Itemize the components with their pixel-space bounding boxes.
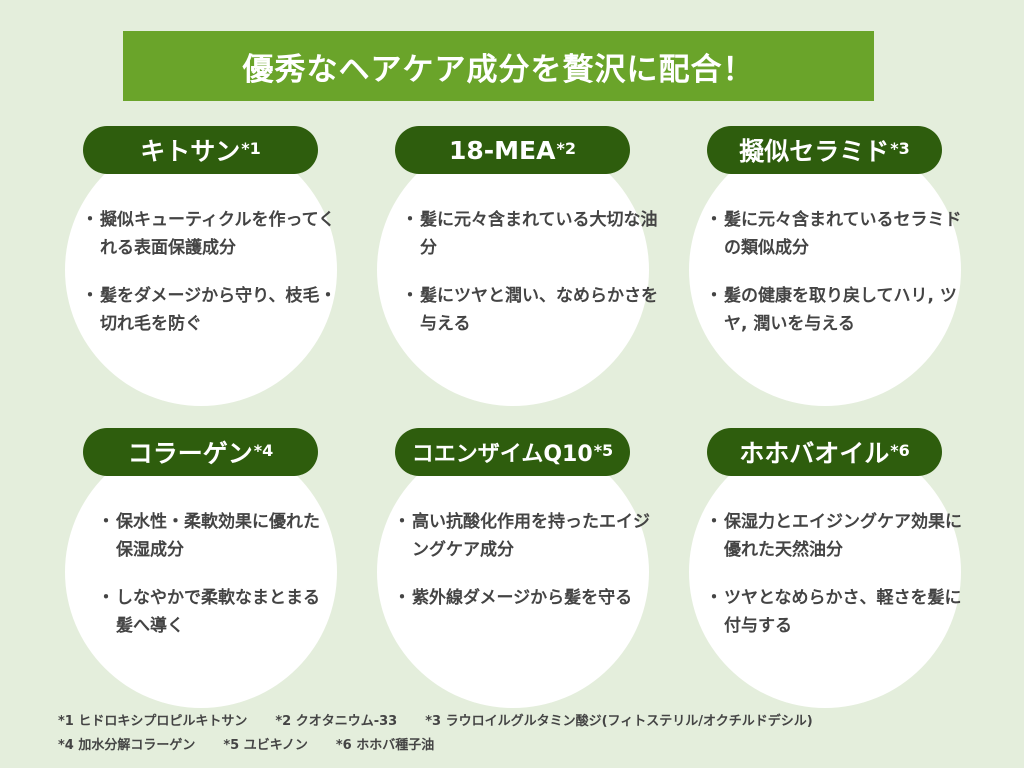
bullet-item: ・しなやかで柔軟なまとまる髪へ導く [96,584,326,640]
ingredient-name-pill: ホホバオイル*6 [707,428,942,476]
bullet-item: ・髪をダメージから守り、枝毛・切れ毛を防ぐ [80,282,342,338]
ingredient-name: コラーゲン [127,439,253,468]
title-banner: 優秀なヘアケア成分を贅沢に配合！ [123,31,874,101]
card-circle [689,436,961,708]
bullet-list: ・保水性・柔軟効果に優れた保湿成分 ・しなやかで柔軟なまとまる髪へ導く [96,508,326,660]
banner-title: 優秀なヘアケア成分を贅沢に配合！ [242,51,755,88]
ingredient-name-pill: コエンザイムQ10*5 [395,428,630,476]
ingredient-name: 18-MEA [449,135,556,165]
bullet-dot-icon: ・ [97,512,115,532]
bullet-list: ・保湿力とエイジングケア効果に優れた天然油分 ・ツヤとなめらかさ、軽さを髪に付与… [704,508,966,660]
bullet-dot-icon: ・ [97,588,115,608]
ingredient-name-pill: 18-MEA*2 [395,126,630,174]
ingredient-card-collagen: コラーゲン*4 ・保水性・柔軟効果に優れた保湿成分 ・しなやかで柔軟なまとまる髪… [60,422,360,712]
card-circle [377,436,649,708]
bullet-dot-icon: ・ [81,286,99,306]
bullet-dot-icon: ・ [401,210,419,230]
footnote-6: *6 ホホバ種子油 [335,738,435,753]
ingredient-card-18mea: 18-MEA*2 ・髪に元々含まれている大切な油分 ・髪にツヤと潤い、なめらかさ… [372,120,672,410]
card-circle [377,134,649,406]
card-circle [65,134,337,406]
bullet-dot-icon: ・ [705,512,723,532]
card-circle [689,134,961,406]
footnote-marker: *6 [890,440,910,460]
bullet-item: ・保水性・柔軟効果に優れた保湿成分 [96,508,326,564]
footnote-3: *3 ラウロイルグルタミン酸ジ(フィトステリル/オクチルドデシル) [425,714,813,729]
footnote-marker: *5 [593,440,614,460]
footnote-marker: *4 [253,440,274,460]
bullet-dot-icon: ・ [401,286,419,306]
bullet-item: ・髪の健康を取り戻してハリ, ツヤ, 潤いを与える [704,282,966,338]
bullet-dot-icon: ・ [393,588,411,608]
footnote-row: *1 ヒドロキシプロピルキトサン *2 クオタニウム-33 *3 ラウロイルグル… [58,710,978,734]
ingredient-card-chitosan: キトサン*1 ・擬似キューティクルを作ってくれる表面保護成分 ・髪をダメージから… [60,120,360,410]
bullet-dot-icon: ・ [705,210,723,230]
bullet-item: ・髪に元々含まれているセラミドの類似成分 [704,206,966,262]
footnotes: *1 ヒドロキシプロピルキトサン *2 クオタニウム-33 *3 ラウロイルグル… [58,710,978,758]
footnote-2: *2 クオタニウム-33 [275,714,398,729]
bullet-list: ・髪に元々含まれている大切な油分 ・髪にツヤと潤い、なめらかさを与える [400,206,662,358]
ingredient-card-coenzyme-q10: コエンザイムQ10*5 ・高い抗酸化作用を持ったエイジングケア成分 ・紫外線ダメ… [372,422,672,712]
bullet-item: ・紫外線ダメージから髪を守る [392,584,654,612]
ingredient-card-pseudo-ceramide: 擬似セラミド*3 ・髪に元々含まれているセラミドの類似成分 ・髪の健康を取り戻し… [684,120,984,410]
footnote-marker: *1 [241,138,261,158]
ingredient-card-jojoba-oil: ホホバオイル*6 ・保湿力とエイジングケア効果に優れた天然油分 ・ツヤとなめらか… [684,422,984,712]
bullet-list: ・髪に元々含まれているセラミドの類似成分 ・髪の健康を取り戻してハリ, ツヤ, … [704,206,966,358]
bullet-list: ・高い抗酸化作用を持ったエイジングケア成分 ・紫外線ダメージから髪を守る [392,508,654,632]
card-circle [65,436,337,708]
footnote-row: *4 加水分解コラーゲン *5 ユビキノン *6 ホホバ種子油 [58,734,978,758]
bullet-dot-icon: ・ [705,286,723,306]
bullet-item: ・高い抗酸化作用を持ったエイジングケア成分 [392,508,654,564]
ingredient-name: キトサン [140,137,241,166]
bullet-dot-icon: ・ [393,512,411,532]
ingredient-name-pill: キトサン*1 [83,126,318,174]
ingredient-name-pill: コラーゲン*4 [83,428,318,476]
ingredient-name: コエンザイムQ10 [411,442,593,467]
ingredient-name: 擬似セラミド [739,137,890,166]
bullet-item: ・髪にツヤと潤い、なめらかさを与える [400,282,662,338]
footnote-4: *4 加水分解コラーゲン [58,738,196,753]
bullet-item: ・髪に元々含まれている大切な油分 [400,206,662,262]
footnote-marker: *3 [890,138,910,158]
ingredient-name-pill: 擬似セラミド*3 [707,126,942,174]
footnote-5: *5 ユビキノン [223,738,308,753]
footnote-marker: *2 [556,138,576,158]
bullet-dot-icon: ・ [81,210,99,230]
footnote-1: *1 ヒドロキシプロピルキトサン [58,714,248,729]
bullet-item: ・擬似キューティクルを作ってくれる表面保護成分 [80,206,342,262]
ingredient-name: ホホバオイル [739,439,890,468]
bullet-dot-icon: ・ [705,588,723,608]
bullet-item: ・保湿力とエイジングケア効果に優れた天然油分 [704,508,966,564]
bullet-list: ・擬似キューティクルを作ってくれる表面保護成分 ・髪をダメージから守り、枝毛・切… [80,206,342,358]
bullet-item: ・ツヤとなめらかさ、軽さを髪に付与する [704,584,966,640]
